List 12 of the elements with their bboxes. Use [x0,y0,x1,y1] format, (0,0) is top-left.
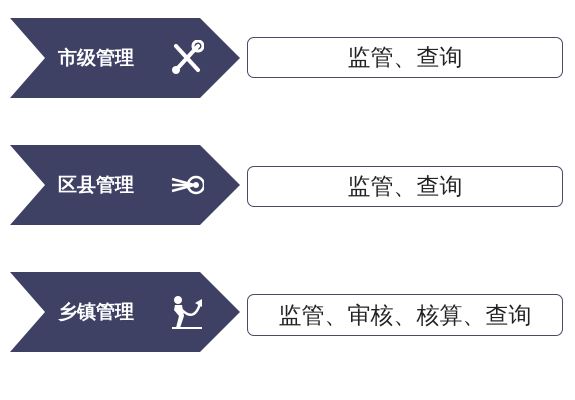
function-text: 监管、审核、核算、查询 [278,302,532,330]
banner-title: 区县管理 [58,173,134,198]
chevron-banner [10,272,240,352]
rounded-box [247,166,563,207]
chevron-banner [10,18,240,98]
function-text: 监管、查询 [348,44,462,73]
rounded-box [247,294,563,336]
rounded-box [247,37,563,78]
chevron-banner [10,145,240,225]
banner-title: 乡镇管理 [58,300,134,325]
function-text: 监管、查询 [348,173,462,202]
banner-title: 市级管理 [58,46,134,71]
